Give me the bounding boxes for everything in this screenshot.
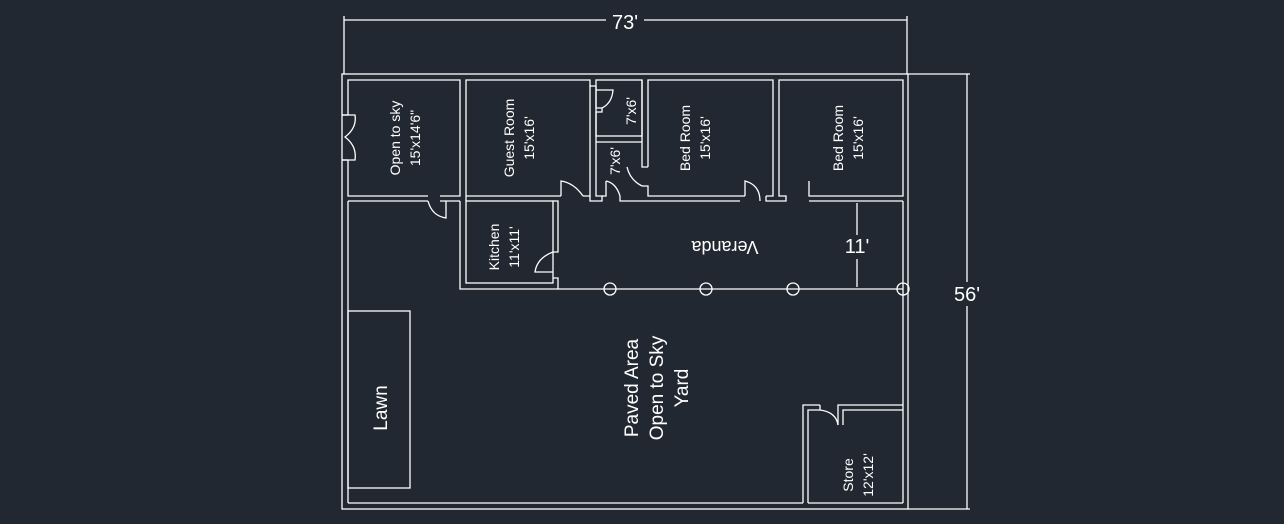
door-icon	[427, 200, 447, 219]
door-icon	[605, 180, 621, 197]
door-icon	[626, 166, 643, 187]
kitchen-size: 11'x11'	[506, 226, 522, 267]
veranda-depth-label: 11'	[845, 236, 870, 258]
veranda-name: Veranda	[690, 237, 758, 257]
yard-line-3: Yard	[672, 369, 693, 408]
door-icon	[744, 180, 761, 202]
bath-lower-size: 7'x6'	[607, 147, 623, 175]
door-icon	[534, 251, 554, 273]
guest-room-size: 15'x16'	[521, 116, 537, 160]
column-icon	[699, 282, 713, 296]
bed-room-2-size: 15'x16'	[850, 116, 866, 160]
width-dimension: 73'	[343, 8, 908, 74]
open-to-sky-size: 15'x14'6"	[407, 110, 423, 166]
store-size: 12'x12'	[860, 453, 876, 497]
outer-walls	[341, 73, 909, 510]
door-icon	[819, 405, 839, 426]
double-door-icon	[342, 114, 356, 161]
lawn-name: Lawn	[371, 385, 392, 430]
width-label: 73'	[612, 12, 638, 34]
depth-label: 56'	[954, 284, 980, 306]
yard-line-1: Paved Area	[622, 338, 643, 437]
bed-room-1-size: 15'x16'	[697, 116, 713, 160]
column-icon	[603, 282, 617, 296]
guest-room-name: Guest Room	[501, 99, 517, 178]
door-icon	[596, 89, 614, 109]
bed-room-2-name: Bed Room	[830, 105, 846, 171]
kitchen-name: Kitchen	[486, 224, 502, 271]
column-icon	[896, 282, 910, 296]
depth-dimension: 56'	[908, 73, 984, 510]
column-icon	[786, 282, 800, 296]
veranda-columns	[603, 282, 910, 296]
open-to-sky-name: Open to sky	[387, 101, 403, 176]
lawn-area	[347, 310, 411, 489]
door-icon	[560, 180, 584, 197]
bath-upper-size: 7'x6'	[623, 97, 639, 125]
store-name: Store	[840, 458, 856, 492]
yard-line-2: Open to Sky	[647, 335, 668, 440]
bed-room-1-name: Bed Room	[677, 105, 693, 171]
